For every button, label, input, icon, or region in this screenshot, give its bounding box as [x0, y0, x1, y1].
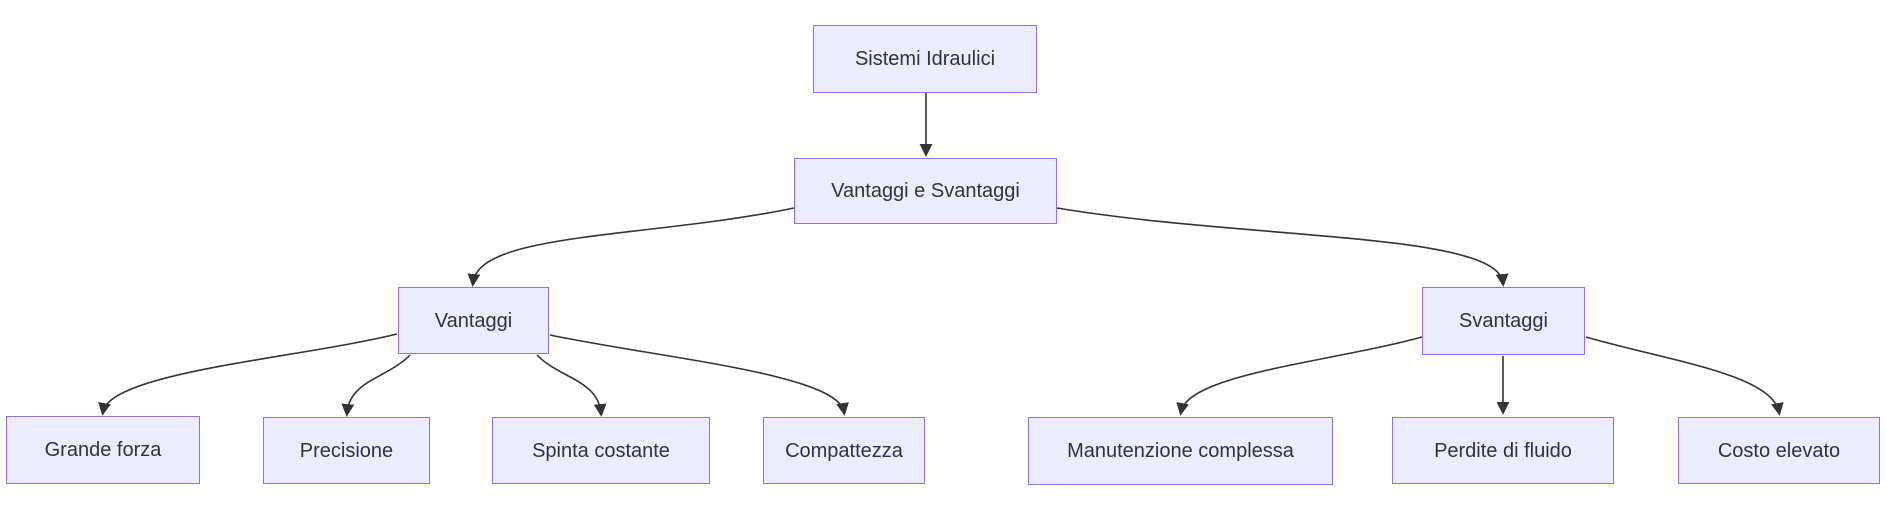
- edge-vantaggi-to-precisione: [341, 354, 411, 417]
- node-compattezza: Compattezza: [763, 417, 925, 484]
- node-sistemi-idraulici: Sistemi Idraulici: [813, 25, 1037, 93]
- node-vantaggi: Vantaggi: [398, 287, 549, 354]
- node-vantaggi-e-svantaggi: Vantaggi e Svantaggi: [794, 158, 1057, 224]
- node-label: Compattezza: [785, 439, 903, 462]
- node-label: Sistemi Idraulici: [854, 48, 996, 70]
- edge-svantaggi-to-manutenzione-complessa: [1176, 336, 1423, 416]
- edge-vantaggi-e-svantaggi-to-vantaggi: [467, 207, 795, 287]
- node-label: Grande forza: [44, 439, 162, 461]
- node-label: Perdite di fluido: [1434, 439, 1572, 462]
- node-perdite-di-fluido: Perdite di fluido: [1392, 417, 1614, 484]
- node-label: Manutenzione complessa: [1067, 440, 1294, 462]
- node-spinta-costante: Spinta costante: [492, 417, 710, 484]
- edge-svantaggi-to-costo-elevato: [1585, 336, 1784, 416]
- edge-vantaggi-e-svantaggi-to-svantaggi: [1056, 207, 1509, 287]
- node-label: Spinta costante: [532, 439, 670, 462]
- edge-vantaggi-to-spinta-costante: [536, 354, 607, 417]
- node-label: Precisione: [299, 439, 394, 462]
- node-label: Vantaggi e Svantaggi: [831, 180, 1020, 202]
- node-costo-elevato: Costo elevato: [1678, 417, 1880, 484]
- node-label: Costo elevato: [1717, 439, 1841, 462]
- node-label: Vantaggi: [434, 309, 513, 332]
- node-grande-forza: Grande forza: [6, 416, 200, 484]
- edge-vantaggi-to-compattezza: [549, 334, 849, 416]
- node-svantaggi: Svantaggi: [1422, 287, 1585, 355]
- node-manutenzione-complessa: Manutenzione complessa: [1028, 417, 1333, 485]
- edge-vantaggi-to-grande-forza: [98, 333, 398, 416]
- node-label: Svantaggi: [1459, 310, 1548, 332]
- node-precisione: Precisione: [263, 417, 430, 484]
